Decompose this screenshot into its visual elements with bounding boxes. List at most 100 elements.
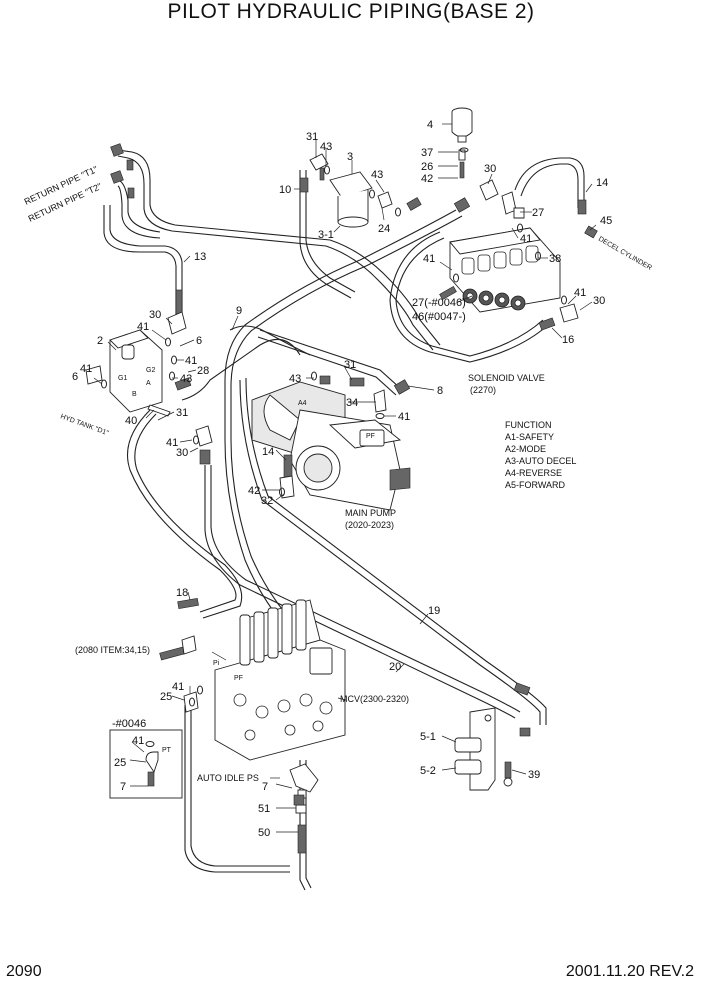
callout: 41 <box>423 253 435 265</box>
callout: 41 <box>574 287 586 299</box>
accumulator[interactable] <box>451 107 473 179</box>
callout: 26 <box>421 161 433 173</box>
callout: 51 <box>258 803 270 815</box>
callout: 31 <box>344 359 356 371</box>
callout: 30 <box>176 447 188 459</box>
callout: 20 <box>389 661 401 673</box>
callout: 41 <box>520 233 532 245</box>
callout: 30 <box>484 163 496 175</box>
pipe-10 <box>299 170 356 299</box>
pipe-18 <box>126 409 243 619</box>
svg-text:PF: PF <box>234 675 243 682</box>
callout: 16 <box>562 334 574 346</box>
callout: 9 <box>236 305 242 317</box>
callout: 14 <box>596 177 608 189</box>
callout: 19 <box>428 605 440 617</box>
callout: 14 <box>262 446 274 458</box>
auto-idle-pressure-switch[interactable] <box>289 763 319 854</box>
page-number: 2090 <box>6 963 42 980</box>
function-item: A3-AUTO DECEL <box>505 456 576 466</box>
callout: 7 <box>262 781 268 793</box>
callout: 18 <box>176 587 188 599</box>
callout: 27(-#0046) <box>412 297 466 309</box>
callout: 8 <box>437 385 443 397</box>
callout: 4 <box>427 119 433 131</box>
callout: 6 <box>72 371 78 383</box>
pipe-return-t1 <box>117 149 441 351</box>
label-auto-idle: AUTO IDLE PS <box>197 773 259 783</box>
callout: 24 <box>378 223 390 235</box>
callout: 28 <box>197 365 209 377</box>
callout: 43 <box>320 141 332 153</box>
callout: 31 <box>306 131 318 143</box>
svg-text:A: A <box>146 380 151 387</box>
callout: 34 <box>346 397 358 409</box>
pipe-8 <box>229 325 401 396</box>
callout: 43 <box>289 373 301 385</box>
svg-text:G1: G1 <box>118 375 127 382</box>
callout: 25 <box>160 691 172 703</box>
svg-text:B: B <box>132 391 137 398</box>
label-solenoid-valve-no: (2270) <box>470 385 496 395</box>
inset-elbow-fitting: PT <box>145 747 172 787</box>
fittings <box>110 143 598 806</box>
label-main-pump: MAIN PUMP <box>345 508 396 518</box>
callout: 42 <box>248 485 260 497</box>
callout: 10 <box>279 184 291 196</box>
revision-date: 2001.11.20 REV.2 <box>565 963 694 980</box>
pipe-31 <box>181 338 301 401</box>
callout: 30 <box>593 295 605 307</box>
callout: 45 <box>600 215 612 227</box>
function-item: A5-FORWARD <box>505 480 566 490</box>
callout: 2 <box>97 335 103 347</box>
callout: 43 <box>180 373 192 385</box>
callout: 40 <box>125 415 137 427</box>
callout: 41 <box>80 363 92 375</box>
callout: 42 <box>421 173 433 185</box>
callout: 25 <box>114 757 126 769</box>
callout: 13 <box>194 251 206 263</box>
function-item: A4-REVERSE <box>505 468 562 478</box>
pipe-19-20 <box>204 377 547 725</box>
function-item: A1-SAFETY <box>505 432 554 442</box>
callout: 37 <box>421 147 433 159</box>
inset-frame <box>109 729 183 799</box>
elbow-fittings <box>85 153 579 713</box>
pipe-9 <box>224 209 463 661</box>
function-item: A2-MODE <box>505 444 546 454</box>
main-pump[interactable]: PF A4 <box>251 381 411 511</box>
label-main-pump-no: (2020-2023) <box>345 520 394 530</box>
leader-lines <box>93 123 597 833</box>
svg-text:A4: A4 <box>298 400 307 407</box>
callout: 38 <box>549 253 561 265</box>
callout: 41 <box>172 681 184 693</box>
main-control-valve[interactable]: Pi PF <box>213 599 346 761</box>
label-hyd-tank: HYD TANK "D1" <box>59 413 109 437</box>
pipe-16 <box>389 231 549 363</box>
callout: 41 <box>132 735 144 747</box>
line-filter[interactable] <box>319 167 373 228</box>
callout: 41 <box>137 321 149 333</box>
callout: 32 <box>261 495 273 507</box>
callout: 50 <box>258 827 270 839</box>
label-solenoid-valve: SOLENOID VALVE <box>468 373 545 383</box>
callout: 41 <box>398 411 410 423</box>
callout: 43 <box>371 169 383 181</box>
callout: 27 <box>532 207 544 219</box>
pilot-valve-block[interactable]: G1 G2 A B <box>109 329 171 417</box>
pipe-return-t2 <box>117 179 161 239</box>
page-title: PILOT HYDRAULIC PIPING(BASE 2) <box>167 0 535 23</box>
inset-label: -#0046 <box>112 718 146 730</box>
callout: 30 <box>149 309 161 321</box>
callout: 6 <box>196 335 202 347</box>
callout: 5-1 <box>420 731 436 743</box>
solenoid-valve-block[interactable] <box>449 227 561 313</box>
callout: 46(#0047-) <box>412 311 466 323</box>
callouts: 4 37 26 42 30 14 27 45 41 38 41 27(-#004… <box>72 119 612 839</box>
bracket-switch-assembly[interactable] <box>454 707 513 791</box>
pipe-13 <box>103 205 183 330</box>
callout: 31 <box>176 407 188 419</box>
pipe-14-decel <box>514 157 585 208</box>
callout: 3-1 <box>318 229 334 241</box>
